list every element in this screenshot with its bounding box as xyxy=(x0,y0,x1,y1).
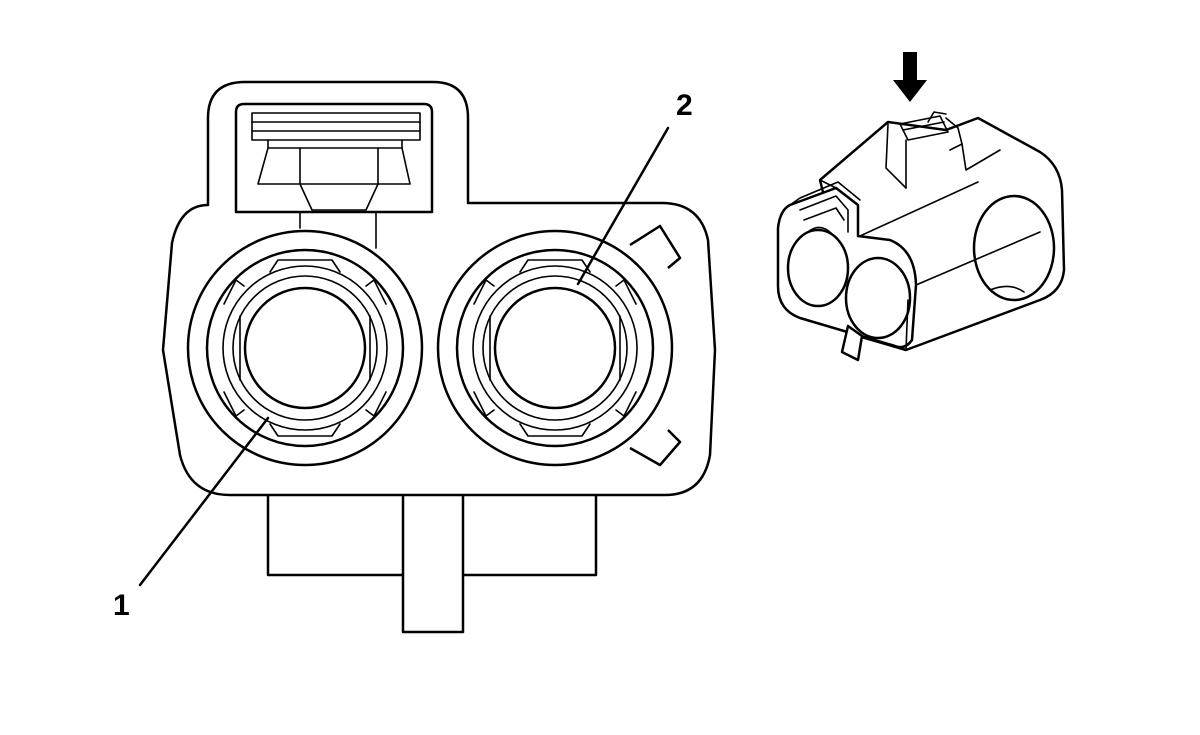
terminal-cavity-2 xyxy=(436,229,674,467)
locking-latch xyxy=(234,102,434,249)
callout-label-1: 1 xyxy=(113,589,130,622)
center-key-tab xyxy=(401,478,465,634)
callout-leader-2 xyxy=(576,126,670,286)
key-notch-upper xyxy=(629,224,682,269)
callout-leader-1 xyxy=(138,416,270,587)
side-recess xyxy=(972,194,1056,302)
callout-label-2: 2 xyxy=(676,89,693,122)
iso-bottom-tab xyxy=(840,324,864,362)
down-arrow-icon xyxy=(893,52,927,102)
connector-isometric-view xyxy=(776,52,1066,362)
iso-cavity-1 xyxy=(786,228,850,308)
terminal-cavity-1 xyxy=(186,229,424,467)
iso-cavity-2 xyxy=(844,256,912,340)
key-notch-lower xyxy=(629,429,682,467)
connector-face-view: 1 2 xyxy=(113,80,717,634)
